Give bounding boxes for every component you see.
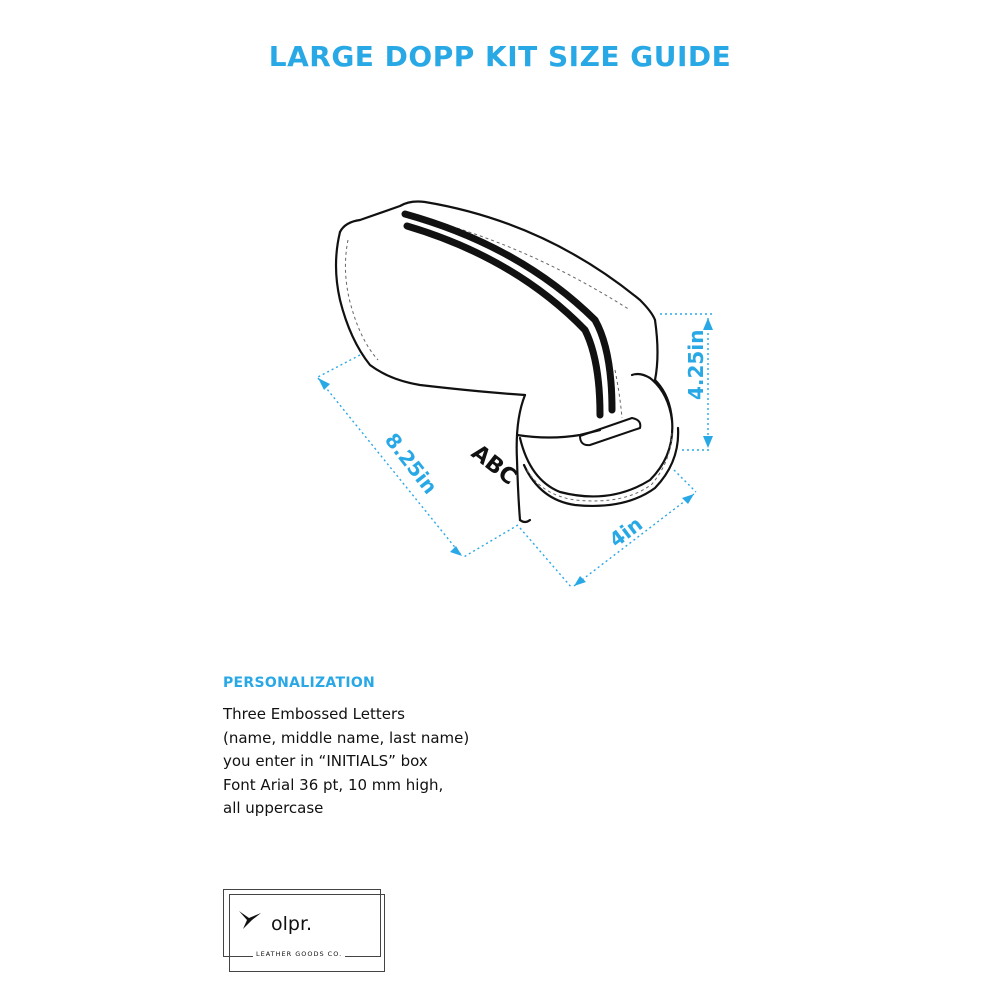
logo-tagline: LEATHER GOODS CO. <box>253 950 346 958</box>
height-dimension-label: 4.25in <box>684 330 708 400</box>
logo-name: olpr. <box>271 913 313 935</box>
personalization-line: (name, middle name, last name) <box>223 728 470 747</box>
dimension-arrowheads <box>318 318 713 586</box>
personalization-line: you enter in “INITIALS” box <box>223 752 428 770</box>
personalization-details: Three Embossed Letters (name, middle nam… <box>223 703 469 821</box>
zipper <box>401 210 616 419</box>
personalization-heading: PERSONALIZATION <box>223 675 376 691</box>
width-dimension-label: 4in <box>605 512 647 552</box>
personalization-line: all uppercase <box>223 799 324 817</box>
personalization-line: Font Arial 36 pt, 10 mm high, <box>223 775 444 794</box>
bird-icon <box>239 911 261 929</box>
bag-stitching <box>344 213 673 502</box>
dopp-kit-bag <box>334 200 680 524</box>
brand-logo: olpr. LEATHER GOODS CO. <box>223 889 385 973</box>
monogram-text: ABC <box>466 440 521 490</box>
logo-frame-inner <box>229 894 385 972</box>
personalization-line: Three Embossed Letters <box>223 705 405 723</box>
dimension-lines <box>315 313 712 589</box>
length-dimension-label: 8.25in <box>380 428 442 498</box>
page-title: LARGE DOPP KIT SIZE GUIDE <box>268 40 732 73</box>
